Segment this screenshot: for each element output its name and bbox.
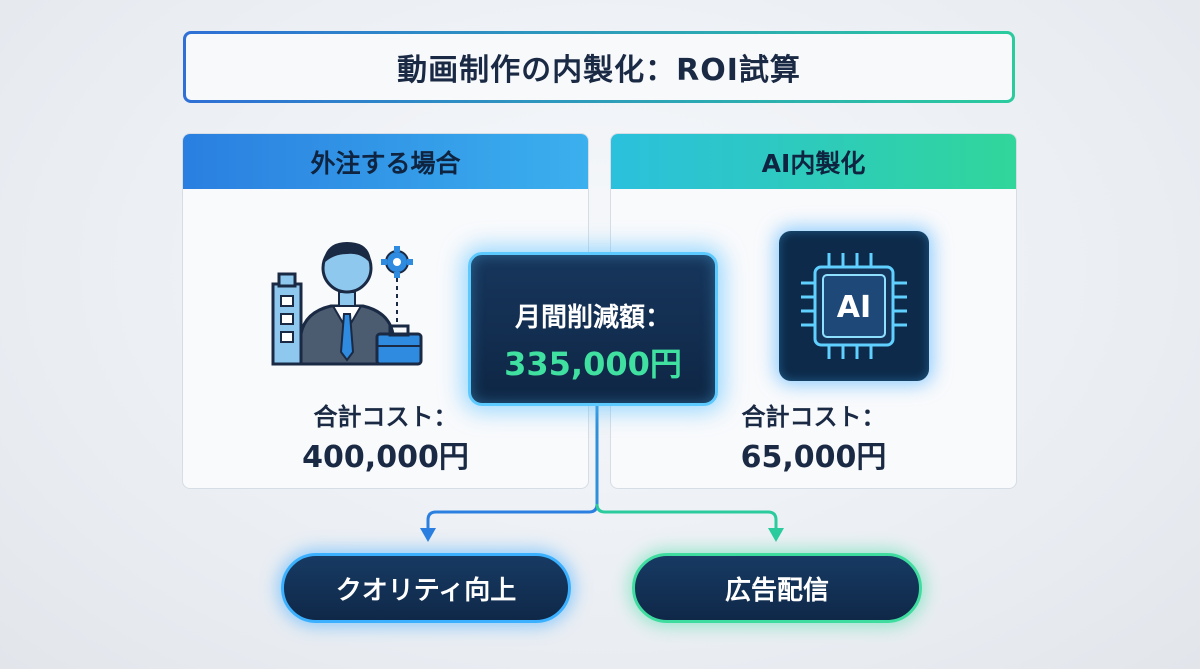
businessperson-icon [271,242,423,366]
inhouse-cost-value: 65,000円 [740,440,887,475]
outcome-ad-delivery: 広告配信 [632,553,922,623]
inhouse-header: AI内製化 [611,134,1016,189]
savings-label: 月間削減額： [514,303,671,333]
arrow-left-icon [420,528,436,542]
outsource-cost-value: 400,000円 [302,440,469,475]
building-icon [271,272,303,366]
arrow-right-icon [768,528,784,542]
ai-chip-text: AI [837,290,871,325]
gear-icon [381,246,413,278]
outcome-quality: クオリティ向上 [281,553,571,623]
inhouse-cost-label: 合計コスト： [741,403,886,431]
savings-value: 335,000円 [504,345,682,383]
outsource-cost-label: 合計コスト： [313,403,458,431]
diagram-title: 動画制作の内製化：ROI試算 [183,31,1015,103]
outsource-header: 外注する場合 [183,134,588,189]
ai-chip-icon: AI [779,231,929,381]
briefcase-icon [375,324,423,366]
savings-box: 月間削減額： 335,000円 [468,252,718,406]
